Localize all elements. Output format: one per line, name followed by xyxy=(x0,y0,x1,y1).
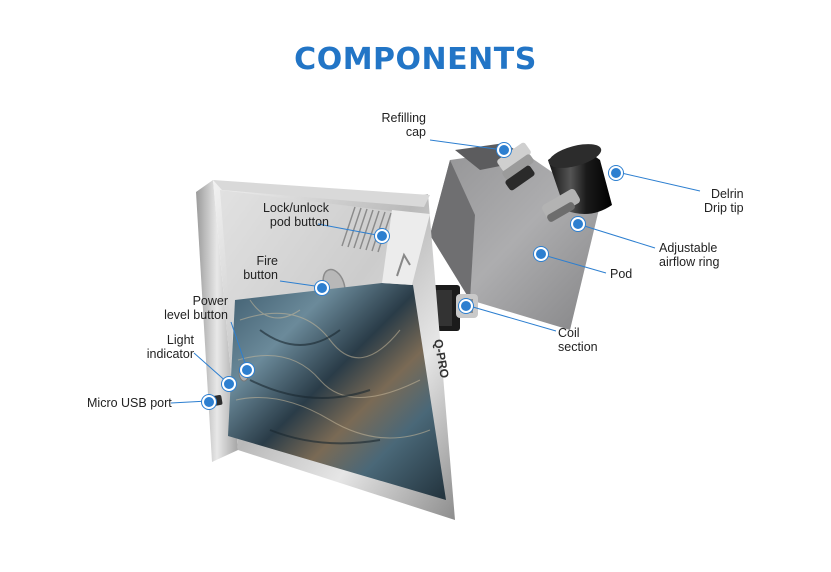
fire-button-marker xyxy=(315,281,329,295)
page-title: COMPONENTS xyxy=(294,42,537,77)
label-pod: Pod xyxy=(610,267,633,281)
brand-text: Q-PRO xyxy=(431,338,452,379)
airflow-ring-marker xyxy=(571,217,585,231)
device-side xyxy=(196,180,238,462)
micro-usb-marker xyxy=(202,395,216,409)
drip-tip-marker xyxy=(609,166,623,180)
pod xyxy=(430,143,600,330)
wood-panel xyxy=(228,283,446,500)
refilling-cap-marker xyxy=(497,143,511,157)
refilling-cap xyxy=(497,142,535,191)
label-micro-usb: Micro USB port xyxy=(87,396,172,410)
drip-tip xyxy=(542,144,612,222)
power-level-marker xyxy=(240,363,254,377)
coil-marker xyxy=(459,299,473,313)
light-indicator-marker xyxy=(222,377,236,391)
pod-marker xyxy=(534,247,548,261)
lock-button-marker xyxy=(375,229,389,243)
